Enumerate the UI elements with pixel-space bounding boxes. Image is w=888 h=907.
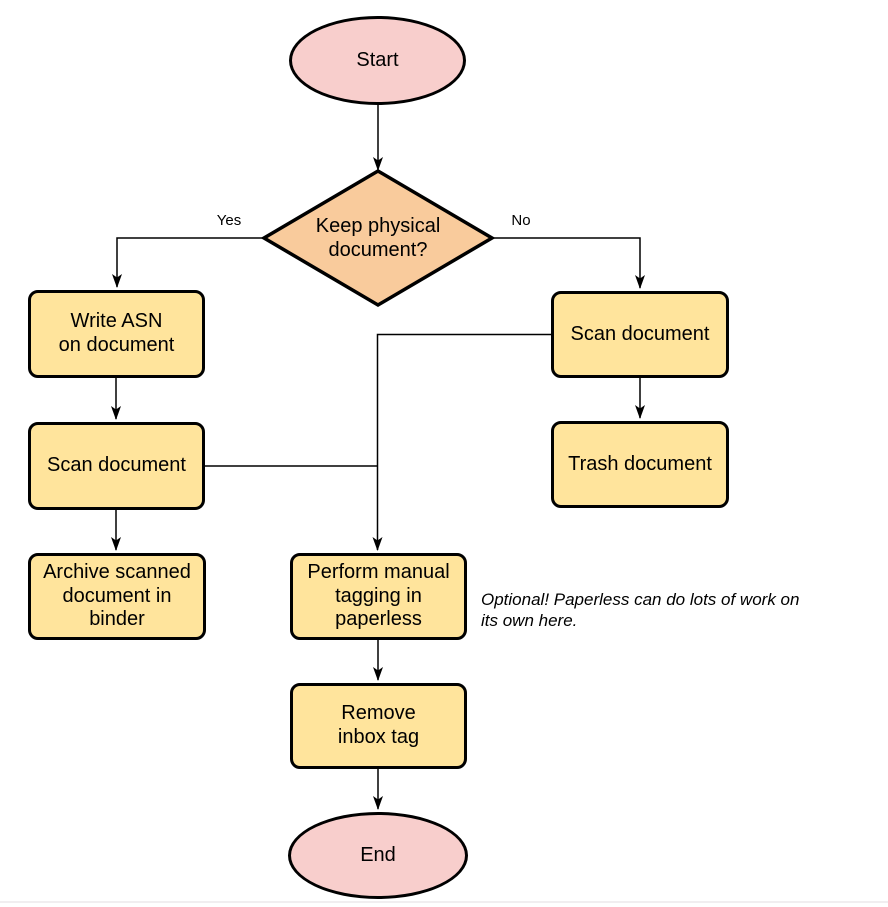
edge-label-yes: Yes	[216, 212, 242, 229]
node-scan-document-right-label: Scan document	[570, 322, 710, 345]
edge-label-no: No	[511, 212, 531, 229]
bottom-divider	[0, 901, 888, 903]
node-archive-binder-label: Archive scanned document in binder	[43, 561, 191, 631]
node-end-label: End	[360, 843, 396, 866]
node-perform-tagging-label: Perform manual tagging in paperless	[307, 561, 450, 631]
node-trash-document-label: Trash document	[568, 452, 712, 475]
node-trash-document: Trash document	[551, 421, 729, 508]
edge-decision-yes	[112, 237, 264, 288]
node-remove-inbox-tag-label: Remove inbox tag	[337, 702, 420, 748]
node-scan-document-right: Scan document	[551, 291, 729, 378]
node-decision-label: Keep physical document?	[315, 215, 441, 261]
node-start-label: Start	[356, 48, 399, 71]
edge-decision-no	[492, 237, 645, 289]
node-end: End	[288, 812, 468, 899]
node-scan-document-left-label: Scan document	[47, 454, 186, 477]
node-remove-inbox-tag: Remove inbox tag	[290, 683, 467, 769]
decision-diamond-shape	[260, 168, 496, 308]
node-archive-binder: Archive scanned document in binder	[28, 553, 206, 640]
node-scan-document-left: Scan document	[28, 422, 205, 510]
node-write-asn: Write ASN on document	[28, 290, 205, 378]
node-write-asn-label: Write ASN on document	[58, 310, 175, 356]
node-perform-tagging: Perform manual tagging in paperless	[290, 553, 467, 640]
node-start: Start	[289, 16, 466, 105]
edge-scanright-tagging	[372, 333, 551, 551]
optional-note: Optional! Paperless can do lots of work …	[481, 590, 800, 630]
